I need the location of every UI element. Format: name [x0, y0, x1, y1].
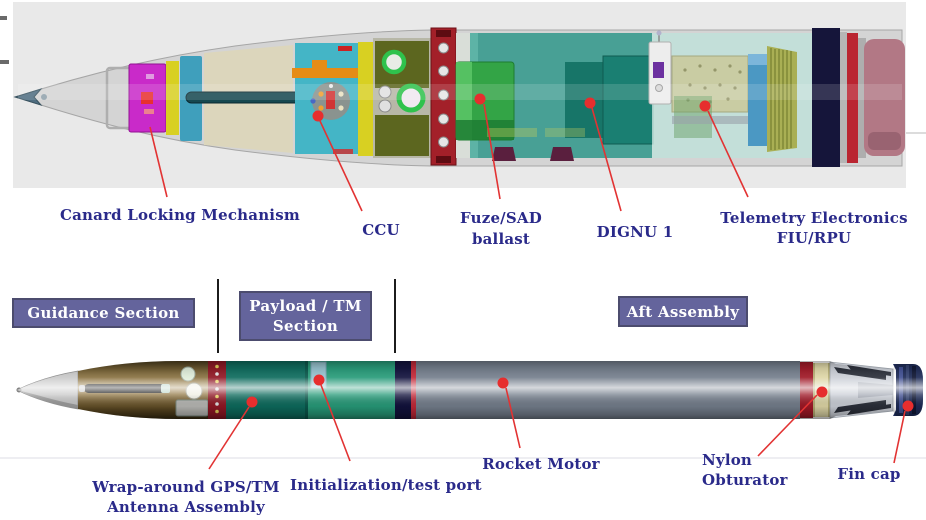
callout-initialization-test-port: Initialization/test port — [290, 475, 482, 495]
threaded-coupling — [767, 46, 797, 152]
callout-text: ballast — [471, 230, 531, 248]
electronics-frame-part — [373, 38, 431, 158]
bolted-joint-ring — [430, 27, 457, 166]
section-divider-lines — [217, 279, 396, 353]
callout-fin-cap: Fin cap — [829, 464, 909, 484]
callout-telemetry-electronics: Telemetry Electronics FIU/RPU — [719, 208, 909, 248]
callout-nylon-obturator: Nylon Obturator — [702, 450, 812, 490]
callout-text: Obturator — [702, 471, 788, 489]
section-box-aft-assembly: Aft Assembly — [618, 296, 748, 327]
bottom-leader-dots — [246, 374, 914, 412]
callout-text: CCU — [362, 221, 400, 239]
dignu-part — [565, 55, 654, 145]
section-label: Guidance Section — [27, 304, 180, 322]
top-cutaway-view — [0, 2, 926, 188]
section-box-payload-tm: Payload / TM Section — [239, 291, 372, 341]
callout-fuze-sad-ballast: Fuze/SAD ballast — [451, 208, 551, 250]
fuze-sad-ballast-part — [455, 61, 515, 141]
section-label: Aft Assembly — [626, 302, 740, 321]
callout-text: Initialization/test port — [290, 476, 482, 494]
bottom-external-view — [16, 361, 923, 419]
callout-text: FIU/RPU — [776, 229, 852, 247]
bottom-leader-lines — [208, 384, 906, 470]
motor-forward-closure — [864, 39, 905, 156]
callout-text: Canard Locking Mechanism — [60, 206, 300, 224]
callout-text: Telemetry Electronics — [720, 209, 908, 227]
callout-text: Fin cap — [837, 465, 901, 483]
callout-rocket-motor: Rocket Motor — [476, 454, 606, 474]
top-leader-lines — [149, 103, 749, 212]
callout-gps-tm-antenna: Wrap-around GPS/TM Antenna Assembly — [81, 477, 291, 517]
section-label: Payload / TM — [249, 297, 362, 315]
callout-text: Fuze/SAD — [460, 209, 542, 227]
callout-text: Rocket Motor — [482, 455, 600, 473]
callout-dignu-1: DIGNU 1 — [585, 222, 685, 242]
callout-text: Wrap-around GPS/TM — [92, 478, 280, 496]
telemetry-electronics-part — [648, 30, 749, 138]
callout-ccu: CCU — [346, 220, 416, 240]
callout-text: Antenna Assembly — [107, 498, 265, 516]
section-box-guidance: Guidance Section — [12, 298, 195, 328]
callout-text: DIGNU 1 — [596, 223, 674, 241]
callout-text: Nylon — [702, 451, 753, 469]
callout-canard-locking-mechanism: Canard Locking Mechanism — [60, 205, 300, 225]
nose-tip — [13, 88, 43, 106]
top-leader-dots — [312, 93, 711, 122]
canard-locking-mechanism-part — [128, 63, 167, 133]
section-label: Section — [272, 317, 339, 335]
